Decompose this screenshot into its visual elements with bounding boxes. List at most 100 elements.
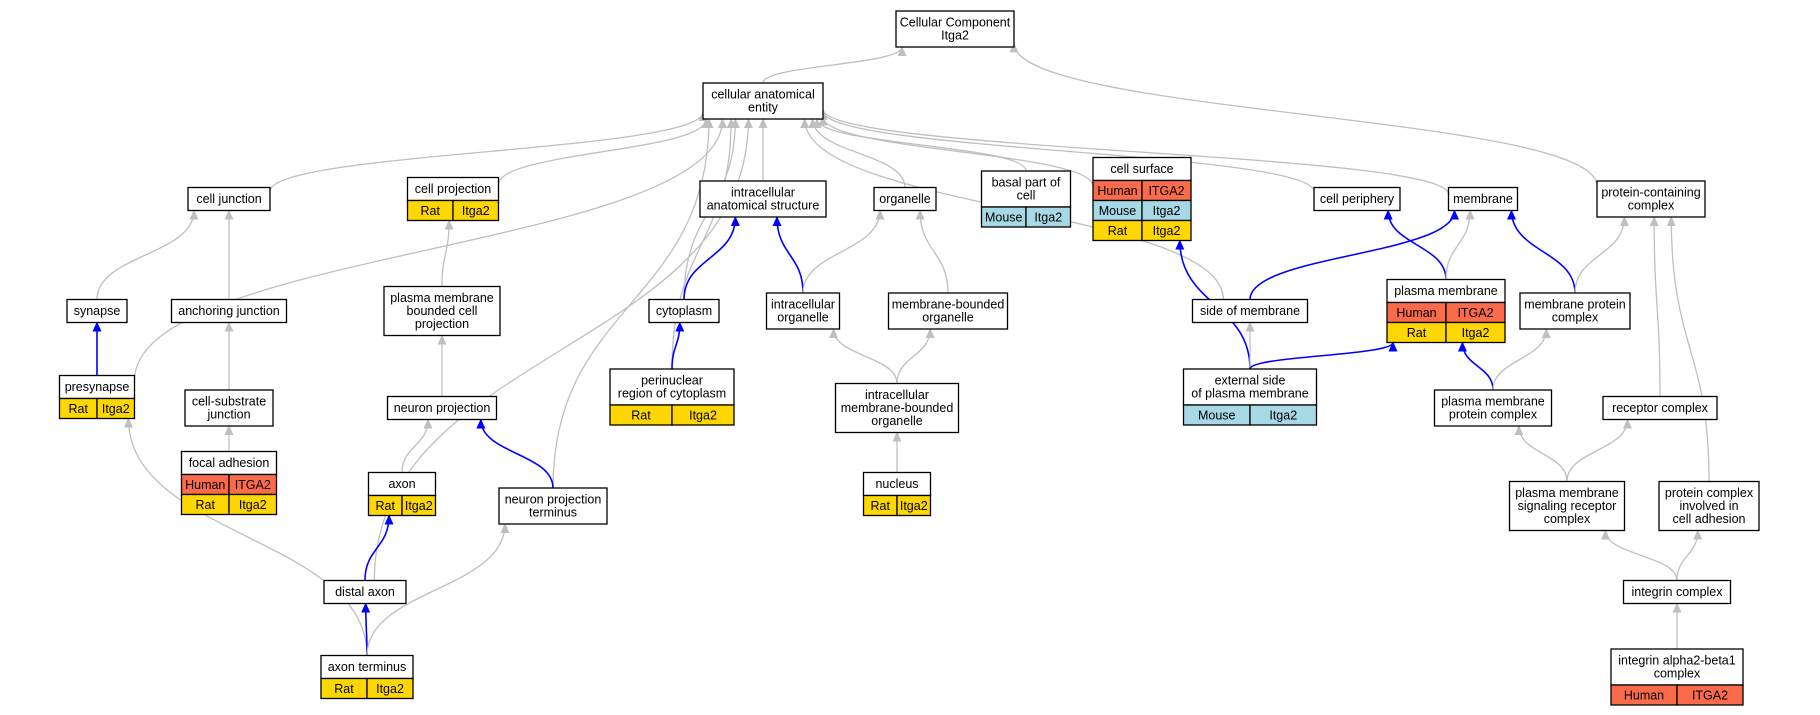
gene-cell: [1445, 321, 1506, 344]
edge-pmpc-to-mpc: [1492, 328, 1551, 391]
edge-som-to-mem: [1249, 209, 1459, 300]
species-label: Rat: [871, 499, 891, 513]
node-mem[interactable]: membrane: [1447, 186, 1519, 212]
node-label: anchoring junction: [178, 304, 280, 318]
edge-npt-to-np: [476, 418, 554, 489]
gene-cell: [366, 677, 414, 700]
gene-cell: [1676, 684, 1744, 706]
gene-cell: [228, 493, 278, 516]
edge-pcica-to-pcc: [1666, 216, 1710, 482]
edge-mem-to-cae: [818, 108, 1450, 195]
node-label: receptor complex: [1612, 401, 1709, 415]
node-box: [383, 285, 501, 337]
node-box: [1658, 480, 1760, 532]
node-label: axon: [388, 477, 415, 491]
node-rc[interactable]: receptor complex: [1602, 395, 1718, 421]
node-box: [66, 298, 128, 324]
node-label: integrin alpha2-beta1: [1618, 654, 1735, 668]
edge-prc-to-cyt: [671, 321, 685, 370]
gene-cell: [96, 397, 136, 420]
node-label: perinuclear: [641, 374, 703, 388]
gene-label: ITGA2: [1148, 184, 1184, 198]
node-label: cell surface: [1110, 162, 1173, 176]
node-label: intracellular: [865, 388, 929, 402]
node-label: junction: [206, 408, 250, 422]
node-label: basal part of: [992, 176, 1061, 190]
node-label: nucleus: [875, 477, 918, 491]
node-label: Cellular Component: [900, 16, 1011, 30]
node-box: [1622, 579, 1732, 605]
species-label: Rat: [376, 499, 396, 513]
node-da[interactable]: distal axon: [323, 579, 407, 605]
node-cyt[interactable]: cytoplasm: [648, 298, 720, 324]
gene-cell: [1025, 206, 1072, 228]
edge-imbo-to-io: [829, 328, 898, 384]
gene-label: Itga2: [1462, 326, 1490, 340]
node-syn[interactable]: synapse: [66, 298, 128, 324]
node-label: of plasma membrane: [1191, 387, 1308, 401]
node-label: axon terminus: [328, 660, 407, 674]
species-label: Human: [1624, 689, 1664, 703]
gene-label: ITGA2: [235, 478, 271, 492]
node-label: region of cytoplasm: [618, 387, 726, 401]
node-aj[interactable]: anchoring junction: [170, 298, 288, 324]
node-som[interactable]: side of membrane: [1191, 298, 1309, 324]
node-box: [323, 579, 407, 605]
node-label: presynapse: [65, 380, 130, 394]
gene-label: Itga2: [376, 682, 404, 696]
node-label: complex: [1544, 512, 1591, 526]
node-label: external side: [1215, 374, 1286, 388]
gene-label: Itga2: [1153, 204, 1181, 218]
node-box: [1519, 292, 1631, 330]
node-cj[interactable]: cell junction: [187, 186, 271, 212]
node-label: integrin complex: [1631, 585, 1723, 599]
node-label: distal axon: [335, 585, 395, 599]
node-cper[interactable]: cell periphery: [1313, 186, 1401, 212]
node-box: [1182, 368, 1318, 406]
node-box: [1602, 395, 1718, 421]
edge-imbo-to-mbo: [896, 328, 935, 384]
species-label: Human: [185, 478, 225, 492]
edge-io-to-ias: [772, 216, 804, 294]
edge-org-to-cae: [808, 118, 906, 188]
node-box: [702, 82, 824, 120]
species-label: Rat: [1108, 224, 1128, 238]
node-org[interactable]: organelle: [873, 186, 937, 212]
node-label: projection: [415, 317, 469, 331]
node-ic[interactable]: integrin complex: [1622, 579, 1732, 605]
node-np[interactable]: neuron projection: [386, 395, 498, 421]
gene-label: Itga2: [239, 498, 267, 512]
node-label: plasma membrane: [1441, 395, 1545, 409]
edge-mpc-to-pcc: [1574, 216, 1629, 294]
node-label: terminus: [529, 506, 577, 520]
node-box: [648, 298, 720, 324]
gene-label: Itga2: [1034, 211, 1062, 225]
